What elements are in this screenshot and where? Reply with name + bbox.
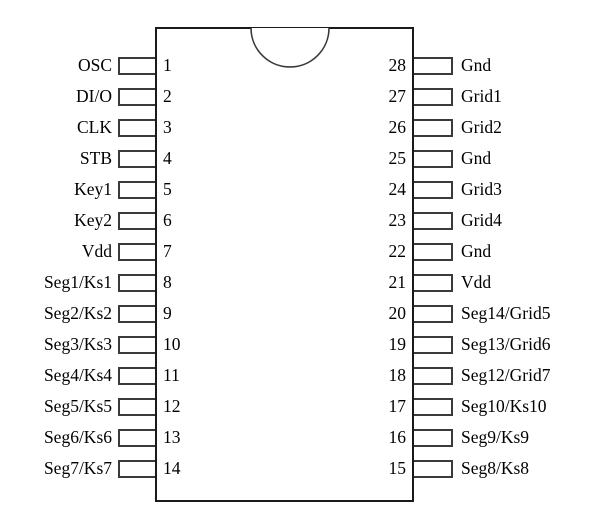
- pin-number-11: 11: [163, 365, 180, 385]
- pin-number-19: 19: [388, 334, 407, 354]
- pin-number-5: 5: [163, 179, 172, 199]
- pin-number-15: 15: [388, 458, 407, 478]
- pin-lead-14[interactable]: [118, 460, 157, 478]
- pin-label-25-gnd: Gnd: [461, 148, 492, 168]
- pin-label-12-seg5-ks5: Seg5/Ks5: [43, 396, 112, 416]
- pin-label-20-seg14-grid5: Seg14/Grid5: [461, 303, 551, 323]
- pin-number-13: 13: [163, 427, 181, 447]
- pin-label-27-grid1: Grid1: [461, 86, 502, 106]
- pin-number-2: 2: [163, 86, 172, 106]
- pin-number-7: 7: [163, 241, 172, 261]
- pin-lead-9[interactable]: [118, 305, 157, 323]
- pin-label-9-seg2-ks2: Seg2/Ks2: [43, 303, 112, 323]
- pin-number-3: 3: [163, 117, 172, 137]
- pin-lead-18[interactable]: [412, 367, 453, 385]
- pin-label-1-osc: OSC: [77, 55, 112, 75]
- pin-lead-23[interactable]: [412, 212, 453, 230]
- pin-label-11-seg4-ks4: Seg4/Ks4: [43, 365, 112, 385]
- pin-lead-24[interactable]: [412, 181, 453, 199]
- pin-label-7-vdd: Vdd: [81, 241, 112, 261]
- pin-number-20: 20: [388, 303, 407, 323]
- ic-package-body: [155, 27, 414, 502]
- pin-number-21: 21: [388, 272, 407, 292]
- pin-lead-11[interactable]: [118, 367, 157, 385]
- pin-lead-15[interactable]: [412, 460, 453, 478]
- pin-number-28: 28: [388, 55, 407, 75]
- pin-lead-5[interactable]: [118, 181, 157, 199]
- pin-lead-21[interactable]: [412, 274, 453, 292]
- pin-lead-25[interactable]: [412, 150, 453, 168]
- pin-label-23-grid4: Grid4: [461, 210, 502, 230]
- pin-label-5-key1: Key1: [74, 179, 112, 199]
- pin-number-14: 14: [163, 458, 181, 478]
- pin-lead-20[interactable]: [412, 305, 453, 323]
- pin-lead-16[interactable]: [412, 429, 453, 447]
- pin-lead-26[interactable]: [412, 119, 453, 137]
- pin-number-25: 25: [388, 148, 407, 168]
- pin-number-24: 24: [388, 179, 407, 199]
- pin-label-15-seg8-ks8: Seg8/Ks8: [461, 458, 530, 478]
- pin-number-17: 17: [388, 396, 407, 416]
- pin-label-18-seg12-grid7: Seg12/Grid7: [461, 365, 551, 385]
- pin-lead-10[interactable]: [118, 336, 157, 354]
- pin-number-26: 26: [388, 117, 407, 137]
- pin-label-16-seg9-ks9: Seg9/Ks9: [461, 427, 530, 447]
- pin-label-13-seg6-ks6: Seg6/Ks6: [43, 427, 112, 447]
- pin-number-23: 23: [388, 210, 407, 230]
- pin-label-3-clk: CLK: [77, 117, 112, 137]
- pin-number-1: 1: [163, 55, 172, 75]
- pin-label-14-seg7-ks7: Seg7/Ks7: [43, 458, 112, 478]
- pin-lead-3[interactable]: [118, 119, 157, 137]
- pin-lead-28[interactable]: [412, 57, 453, 75]
- pin-lead-4[interactable]: [118, 150, 157, 168]
- pin-number-8: 8: [163, 272, 172, 292]
- pin-lead-27[interactable]: [412, 88, 453, 106]
- pin-label-24-grid3: Grid3: [461, 179, 502, 199]
- pin-label-17-seg10-ks10: Seg10/Ks10: [461, 396, 547, 416]
- pin-number-18: 18: [388, 365, 407, 385]
- pin-lead-8[interactable]: [118, 274, 157, 292]
- pin-label-10-seg3-ks3: Seg3/Ks3: [43, 334, 112, 354]
- pin-number-6: 6: [163, 210, 172, 230]
- pin-lead-12[interactable]: [118, 398, 157, 416]
- pin-label-6-key2: Key2: [74, 210, 112, 230]
- pin-number-10: 10: [163, 334, 181, 354]
- pin-lead-19[interactable]: [412, 336, 453, 354]
- pin-number-12: 12: [163, 396, 181, 416]
- pin-label-8-seg1-ks1: Seg1/Ks1: [43, 272, 112, 292]
- pin-lead-7[interactable]: [118, 243, 157, 261]
- pin-lead-6[interactable]: [118, 212, 157, 230]
- pin-lead-13[interactable]: [118, 429, 157, 447]
- pin-label-22-gnd: Gnd: [461, 241, 492, 261]
- pin-number-22: 22: [388, 241, 407, 261]
- pin-label-4-stb: STB: [79, 148, 112, 168]
- pin-lead-17[interactable]: [412, 398, 453, 416]
- pin-lead-2[interactable]: [118, 88, 157, 106]
- pin-lead-22[interactable]: [412, 243, 453, 261]
- pin-label-2-di-o: DI/O: [76, 86, 112, 106]
- pin-number-27: 27: [388, 86, 407, 106]
- pin-label-28-gnd: Gnd: [461, 55, 492, 75]
- pin-number-4: 4: [163, 148, 172, 168]
- pin-label-26-grid2: Grid2: [461, 117, 502, 137]
- pin-lead-1[interactable]: [118, 57, 157, 75]
- pin-number-9: 9: [163, 303, 172, 323]
- pin-label-21-vdd: Vdd: [461, 272, 492, 292]
- pin-label-19-seg13-grid6: Seg13/Grid6: [461, 334, 551, 354]
- top-notch-semicircle-icon: [250, 27, 330, 68]
- pin-number-16: 16: [388, 427, 407, 447]
